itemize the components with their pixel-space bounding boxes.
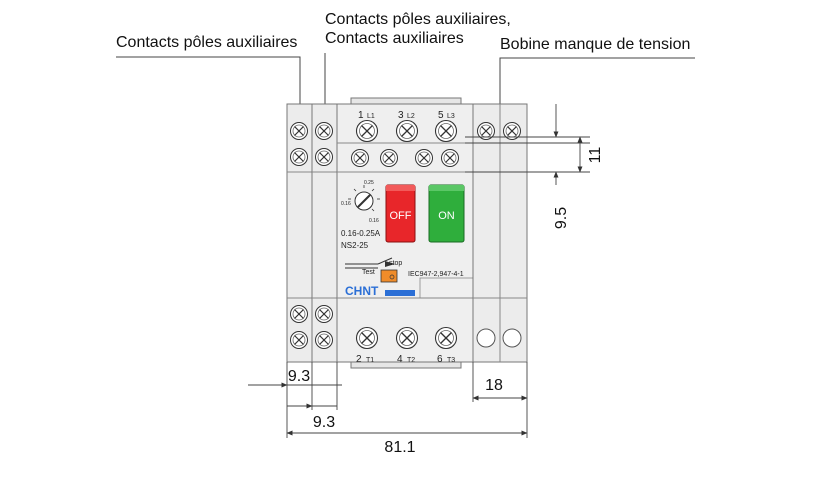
adjust-dial-icon: [348, 185, 380, 212]
brand-logo: CHNT: [345, 284, 379, 298]
terminal-3: 3: [398, 110, 404, 121]
dim-height-large: 9.5: [553, 207, 570, 229]
stop-label: stop: [389, 260, 402, 267]
label-aux-left: Contacts pôles auxiliaires: [116, 34, 298, 51]
dial-scale-top: 0.25: [364, 180, 374, 186]
dim-width-aux1: 9.3: [288, 368, 310, 385]
model-name: NS2-25: [341, 241, 369, 250]
label-coil: Bobine manque de tension: [500, 36, 691, 53]
on-button-label: ON: [438, 210, 455, 222]
terminal-1: 1: [358, 110, 364, 121]
standard-label: IEC947-2,947-4-1: [408, 271, 464, 278]
off-button-label: OFF: [390, 210, 412, 222]
test-button: [380, 269, 398, 283]
aux-module-mid: [311, 103, 338, 363]
leader-lines: [116, 53, 695, 104]
height-dimensions: [465, 104, 590, 185]
terminal-4: 4: [397, 354, 403, 365]
terminal-5: 5: [438, 110, 444, 121]
label-aux-mid-line2: Contacts auxiliaires: [325, 30, 464, 47]
label-aux-mid-line1: Contacts pôles auxiliaires,: [325, 11, 511, 28]
terminal-l3: L3: [447, 113, 455, 120]
terminal-l1: L1: [367, 113, 375, 120]
terminal-2: 2: [356, 354, 362, 365]
terminal-l2: L2: [407, 113, 415, 120]
terminal-t2: T2: [407, 357, 415, 364]
dim-height-small: 11: [587, 147, 604, 164]
main-body: 1 L1 3 L2 5 L3 2 T1 4 T2 6 T3: [336, 97, 474, 369]
dial-scale-left: 0.16: [341, 201, 351, 207]
terminal-6: 6: [437, 354, 443, 365]
terminal-t3: T3: [447, 357, 455, 364]
dial-scale-bottom: 0.16: [369, 218, 379, 224]
rating-range: 0.16-0.25A: [341, 229, 381, 238]
terminal-t1: T1: [366, 357, 374, 364]
aux-module-left: [286, 103, 313, 363]
dim-width-coil: 18: [485, 377, 503, 394]
dim-width-total: 81.1: [384, 439, 415, 456]
dim-width-aux2: 9.3: [313, 414, 335, 431]
test-label: Test: [362, 269, 375, 276]
coil-module: [472, 103, 528, 363]
width-dimensions: [248, 362, 528, 438]
